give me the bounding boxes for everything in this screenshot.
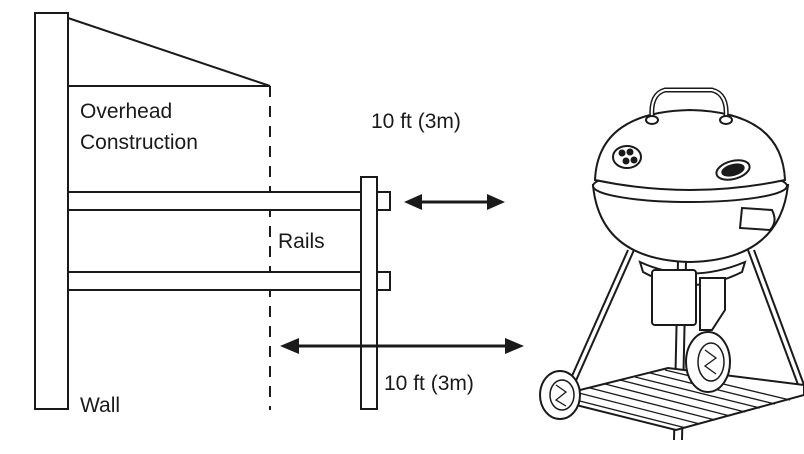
rail-post [360,176,378,410]
kettle-grill-icon [539,87,804,441]
clearance-arrow-top [404,194,505,210]
overhead-label-line1: Overhead [80,100,172,123]
overhead-label-line2: Construction [80,131,198,154]
wall-label: Wall [80,394,120,417]
rail-top [67,191,391,211]
clearance-label-top: 10 ft (3m) [371,110,461,133]
rail-bottom [67,271,391,291]
wall [34,12,69,410]
rails-label: Rails [278,230,325,253]
overhead-construction [67,16,271,87]
clearance-label-bottom: 10 ft (3m) [384,372,474,395]
clearance-arrow-bottom [280,338,524,354]
